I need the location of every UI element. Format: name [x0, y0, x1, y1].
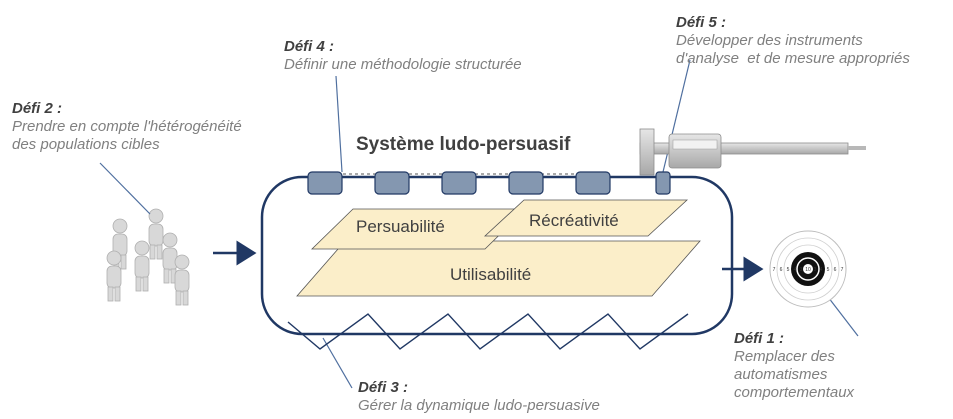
- target-ring-numbers: 7 6 5 4 3 10 3 4 5 6 7: [773, 267, 844, 273]
- recreativite-layer: [483, 199, 689, 237]
- defi5-line: d'analyse et de mesure appropriés: [676, 50, 910, 67]
- defi5-title: Défi 5 :: [676, 14, 727, 31]
- module-block: [508, 171, 544, 195]
- svg-text:10: 10: [805, 267, 811, 273]
- caliper-icon: [639, 128, 866, 176]
- svg-text:6: 6: [834, 267, 837, 273]
- dynamics-wave: [287, 313, 689, 350]
- defi2-callout-line: [99, 162, 151, 215]
- defi3-title: Défi 3 :: [358, 379, 409, 396]
- module-block: [374, 171, 410, 195]
- svg-text:7: 7: [841, 267, 844, 273]
- persuabilite-layer: [311, 208, 527, 250]
- svg-text:4: 4: [794, 267, 797, 273]
- module-block: [307, 171, 343, 195]
- defi2-callout: Défi 2 : Prendre en compte l'hétérogénéi…: [12, 100, 312, 154]
- defi1-line: automatismes: [734, 366, 828, 383]
- defi3-callout-line: [322, 337, 353, 389]
- defi1-line: comportementaux: [734, 384, 855, 401]
- svg-text:3: 3: [800, 267, 803, 273]
- system-title: Système ludo-persuasif: [356, 134, 571, 155]
- defi2-line: des populations cibles: [12, 136, 160, 153]
- svg-text:5: 5: [787, 267, 790, 273]
- module-block: [575, 171, 611, 195]
- defi4-callout: Défi 4 : Définir une méthodologie struct…: [284, 38, 614, 74]
- defi5-callout: Défi 5 : Développer des instruments d'an…: [676, 14, 953, 68]
- people-group-icon: [106, 208, 190, 306]
- utilisabilite-label: Utilisabilité: [450, 265, 532, 284]
- module-block: [441, 171, 477, 195]
- recreativite-label: Récréativité: [529, 211, 619, 230]
- defi4-callout-line: [335, 75, 343, 173]
- defi3-line: Gérer la dynamique ludo-persuasive: [358, 397, 600, 414]
- defi1-title: Défi 1 :: [734, 330, 785, 347]
- defi4-line: Définir une méthodologie structurée: [284, 56, 522, 73]
- svg-text:6: 6: [780, 267, 783, 273]
- svg-text:7: 7: [773, 267, 776, 273]
- defi2-line: Prendre en compte l'hétérogénéité: [12, 118, 242, 135]
- defi5-line: Développer des instruments: [676, 32, 863, 49]
- defi3-callout: Défi 3 : Gérer la dynamique ludo-persuas…: [358, 379, 658, 415]
- target-icon: 7 6 5 4 3 10 3 4 5 6 7: [769, 230, 847, 308]
- defi1-line: Remplacer des: [734, 348, 835, 365]
- utilisabilite-layer: [296, 240, 701, 297]
- svg-text:5: 5: [827, 267, 830, 273]
- module-block-small: [655, 171, 671, 195]
- svg-text:3: 3: [814, 267, 817, 273]
- defi2-title: Défi 2 :: [12, 100, 63, 117]
- defi1-callout: Défi 1 : Remplacer des automatismes comp…: [734, 330, 884, 402]
- persuabilite-label: Persuabilité: [356, 217, 445, 236]
- defi4-title: Défi 4 :: [284, 38, 335, 55]
- svg-text:4: 4: [820, 267, 823, 273]
